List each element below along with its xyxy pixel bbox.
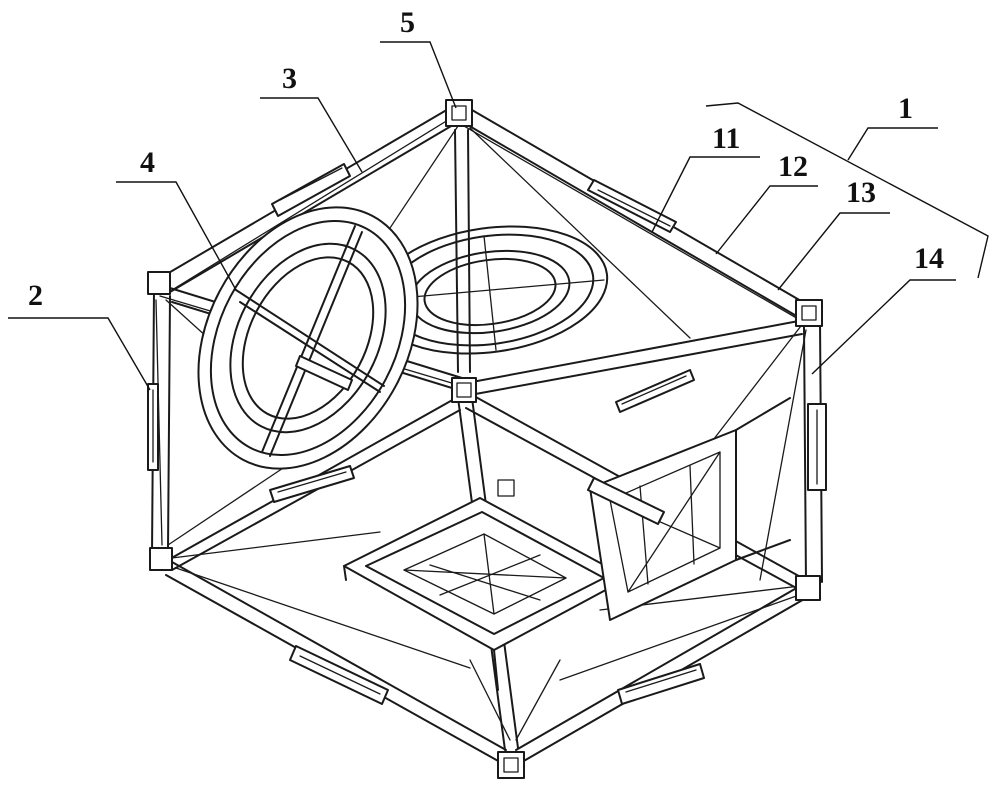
callout-14: 14 <box>914 242 944 275</box>
corner-nodes <box>147 99 823 779</box>
callout-13: 13 <box>846 176 876 209</box>
callout-4: 4 <box>140 146 155 179</box>
node-center <box>451 377 477 403</box>
bottom-square-frame <box>343 497 629 691</box>
callout-1: 1 <box>898 92 913 125</box>
callout-12: 12 <box>778 150 808 183</box>
right-inner-box <box>589 397 791 621</box>
ring-vertical <box>197 206 419 470</box>
callout-5: 5 <box>400 6 415 39</box>
node-left-bottom <box>149 547 173 571</box>
callout-leaders <box>8 41 989 391</box>
callout-labels: 5 3 4 2 11 12 13 14 1 <box>28 6 944 312</box>
node-right-top <box>795 299 823 327</box>
callout-11: 11 <box>712 122 740 155</box>
node-top <box>445 99 473 127</box>
callout-3: 3 <box>282 62 297 95</box>
node-inner <box>497 479 515 497</box>
node-right-bottom <box>795 575 821 601</box>
mount-brackets <box>147 163 827 705</box>
callout-2: 2 <box>28 279 43 312</box>
node-left-top <box>147 271 171 295</box>
node-bottom <box>497 751 525 779</box>
